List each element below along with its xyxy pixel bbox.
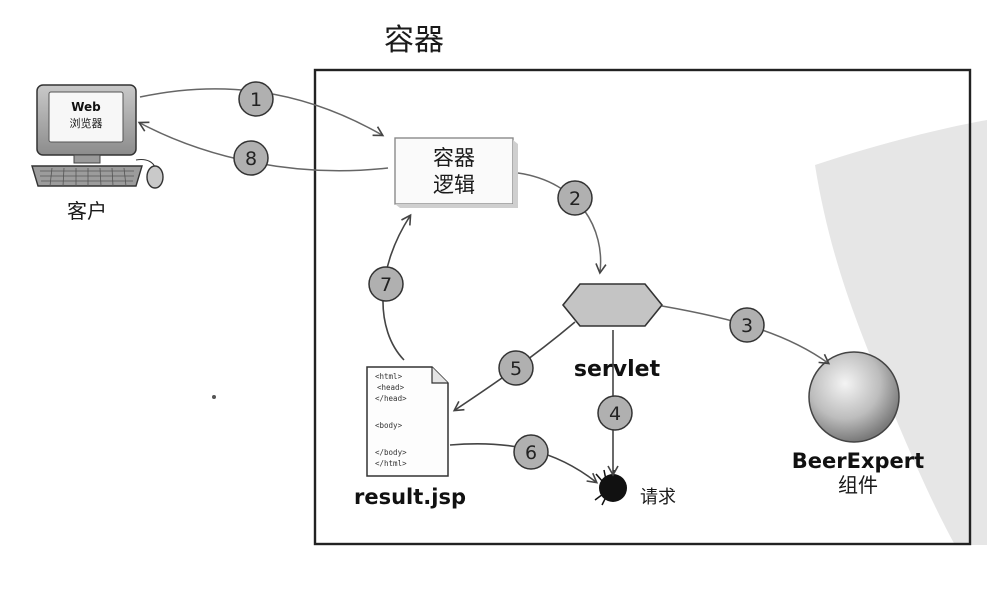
step-number: 2: [569, 188, 581, 210]
container-box: [313, 68, 972, 546]
request-label: 请求: [640, 487, 676, 508]
step-number: 5: [510, 358, 522, 380]
jsp-code-line: <html>: [375, 372, 403, 381]
step-badge-3: 3: [729, 307, 765, 343]
jsp-code-line: <body>: [375, 421, 403, 430]
monitor-stand: [73, 154, 101, 164]
client-label: 客户: [67, 199, 107, 223]
jsp-code-line: </head>: [375, 394, 407, 403]
watermark-shape: [815, 120, 987, 545]
step-number: 4: [609, 403, 621, 425]
request-object: [594, 469, 627, 506]
jsp-page: [366, 366, 449, 477]
beer-expert-label: BeerExpert: [792, 449, 924, 473]
stray-dot: [212, 395, 216, 399]
beer-expert-sublabel: 组件: [838, 473, 878, 497]
step-badge-6: 6: [513, 434, 549, 470]
jsp-code-line: </html>: [375, 459, 407, 468]
beer-expert-ball: [808, 351, 900, 443]
step-number: 1: [250, 89, 262, 111]
step-badge-1: 1: [238, 81, 274, 117]
container-logic-line2: 逻辑: [433, 173, 475, 197]
monitor-text-browser: 浏览器: [70, 116, 103, 130]
client-computer: Web 浏览器 客户: [31, 84, 164, 223]
keyboard-keys: [40, 167, 134, 187]
jsp-document: <html> <head> </head> <body> </body> </h…: [366, 366, 449, 477]
step-badge-5: 5: [498, 350, 534, 386]
step-badge-2: 2: [557, 180, 593, 216]
jsp-code-line: </body>: [375, 448, 407, 457]
step-number: 7: [380, 274, 392, 296]
step-badge-7: 7: [368, 266, 404, 302]
step-badge-4: 4: [597, 395, 633, 431]
step-number: 6: [525, 442, 537, 464]
jsp-code-line: <head>: [377, 383, 405, 392]
step-badge-8: 8: [233, 140, 269, 176]
request-ball: [599, 474, 627, 502]
monitor-screen: [48, 91, 124, 143]
container-title: 容器: [384, 23, 444, 58]
container-logic-box: [394, 137, 514, 205]
jsp-page-fold: [431, 367, 448, 384]
container-logic-line1: 容器: [433, 146, 475, 170]
monitor-text-web: Web: [71, 100, 101, 114]
mouse-icon: [146, 165, 164, 189]
servlet-hexagon: [561, 283, 664, 327]
servlet-label: servlet: [574, 357, 661, 382]
step-number: 8: [245, 148, 257, 170]
jsp-label: result.jsp: [354, 485, 466, 509]
step-number: 3: [741, 315, 753, 337]
